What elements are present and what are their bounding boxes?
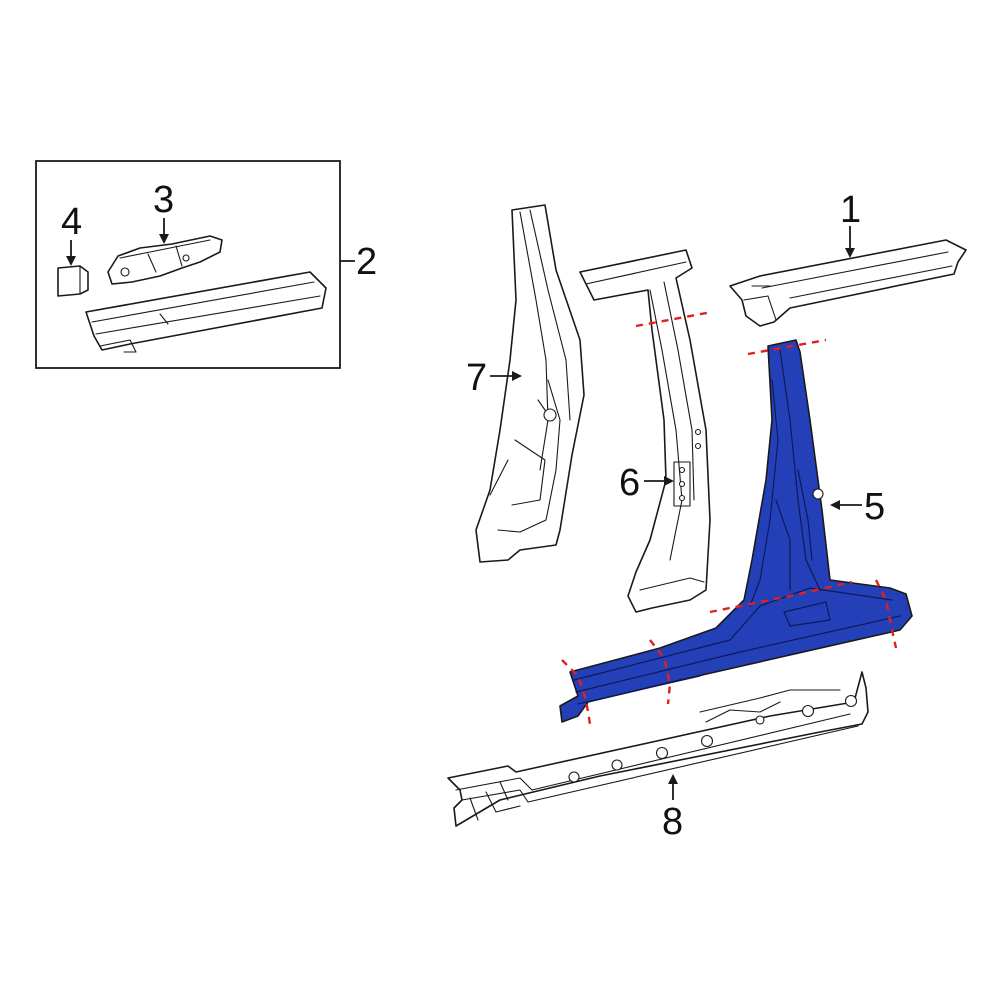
callout-6: 6 (619, 462, 640, 504)
part-6-pillar-reinforcement[interactable] (579, 249, 711, 613)
callout-3: 3 (153, 179, 174, 221)
cut-lines (561, 310, 898, 725)
arrowhead-8 (668, 774, 678, 784)
cut-line (709, 580, 853, 614)
callout-1: 1 (840, 189, 861, 231)
callout-5: 5 (864, 486, 885, 528)
arrowhead-4 (66, 256, 76, 266)
arrowhead-1 (845, 248, 855, 258)
part-5-pillar-outer-highlighted[interactable] (559, 339, 913, 723)
arrowhead-6 (664, 476, 674, 486)
callout-8: 8 (662, 801, 683, 843)
arrowhead-7 (512, 371, 522, 381)
callout-7: 7 (466, 357, 487, 399)
arrowhead-3 (159, 234, 169, 244)
part-3-bracket[interactable] (107, 235, 223, 285)
arrowhead-5 (830, 500, 840, 510)
part-7-pillar-inner[interactable] (475, 204, 585, 563)
part-4-clip[interactable] (57, 265, 89, 297)
part-5-body (559, 339, 913, 723)
part-8-rocker-inner[interactable] (447, 671, 869, 827)
inset-group (35, 160, 355, 369)
callout-2: 2 (356, 241, 377, 283)
inset-frame (35, 160, 341, 369)
callout-4: 4 (61, 201, 82, 243)
part-1-roof-rail[interactable] (729, 239, 967, 327)
part-2-rocker-reinforcement[interactable] (85, 271, 327, 353)
cut-line (747, 338, 827, 356)
